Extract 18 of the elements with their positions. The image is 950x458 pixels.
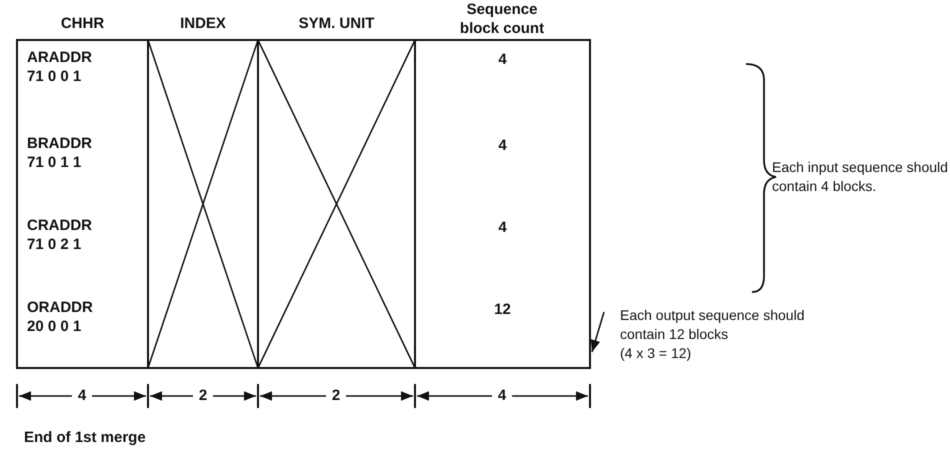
cell-text: 12: [493, 300, 512, 319]
note-text: (4 x 3 = 12): [620, 344, 692, 363]
table-frame: [16, 39, 591, 369]
cell-text: 4: [497, 218, 508, 237]
cell-text: ORADDR 20 0 0 1: [27, 298, 94, 336]
cell-text: ARADDR 71 0 0 1: [27, 48, 93, 86]
column-header: CHHR: [60, 14, 106, 33]
column-header: INDEX: [179, 14, 227, 33]
cell-text: BRADDR 71 0 1 1: [27, 134, 93, 172]
column-header: SYM. UNIT: [298, 14, 376, 33]
column-header: Sequence block count: [458, 0, 546, 38]
note-text: Each input sequence should contain 4 blocks.: [772, 158, 948, 196]
cell-text: 4: [497, 50, 508, 69]
cell-text: 4: [497, 136, 508, 155]
caption-text: End of 1st merge: [24, 428, 147, 447]
cell-text: CRADDR 71 0 2 1: [27, 216, 93, 254]
leader-arrow: [590, 312, 605, 352]
note-text: Each output sequence should contain 12 blocks: [620, 306, 806, 344]
